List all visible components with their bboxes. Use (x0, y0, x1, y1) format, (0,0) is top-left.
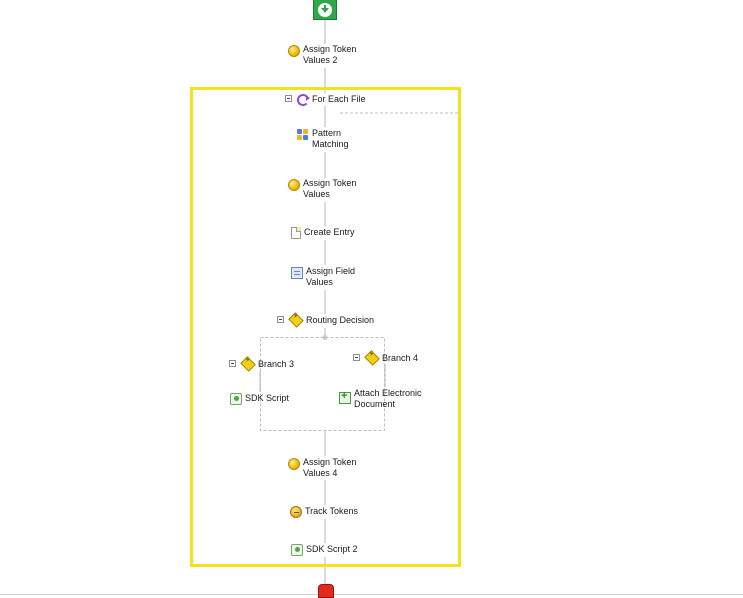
activity-label: Assign Token Values (303, 178, 357, 199)
activity-assign-token-values-2[interactable]: Assign Token Values 2 (288, 44, 356, 66)
activity-routing-decision[interactable]: Routing Decision (288, 312, 375, 328)
activity-sdk-script-2[interactable]: SDK Script 2 (291, 543, 358, 556)
collapse-toggle-branch-3[interactable] (229, 360, 236, 367)
activity-label: Create Entry (304, 227, 355, 237)
token-coin-icon (288, 45, 300, 57)
activity-assign-field-values[interactable]: Assign Field Values (291, 266, 355, 288)
activity-assign-token-values[interactable]: Assign Token Values (288, 178, 356, 200)
activity-create-entry[interactable]: Create Entry (291, 226, 355, 239)
script-icon (230, 393, 242, 405)
routing-diamond-icon (240, 356, 256, 372)
activity-sdk-script[interactable]: SDK Script (230, 392, 289, 405)
activity-label: SDK Script 2 (306, 544, 358, 554)
activity-label: For Each File (312, 94, 366, 104)
attach-document-icon (339, 390, 351, 404)
token-coin-icon (288, 458, 300, 470)
activity-label: Routing Decision (306, 315, 375, 325)
document-icon (291, 227, 301, 239)
activity-label: Attach Electronic Document (354, 388, 422, 409)
branch-label: Branch 4 (382, 353, 419, 363)
start-arrow-icon (318, 2, 332, 17)
token-coin-icon (288, 179, 300, 191)
loop-icon (297, 94, 310, 106)
activity-attach-electronic-document[interactable]: Attach Electronic Document (339, 388, 422, 410)
routing-diamond-icon (364, 350, 380, 366)
branch-label: Branch 3 (258, 359, 295, 369)
collapse-toggle-routing-decision[interactable] (277, 316, 284, 323)
activity-label: SDK Script (245, 393, 290, 403)
start-node[interactable] (313, 0, 337, 20)
form-icon (291, 267, 303, 279)
activity-label: Track Tokens (305, 506, 359, 516)
activity-label: Pattern Matching (312, 128, 349, 149)
activity-track-tokens[interactable]: Track Tokens (290, 505, 358, 518)
script-icon (291, 544, 303, 556)
branch-4[interactable]: Branch 4 (364, 350, 419, 366)
activity-for-each-file[interactable]: For Each File (297, 93, 366, 106)
end-node[interactable] (318, 584, 334, 598)
activity-label: Assign Token Values 2 (303, 44, 357, 65)
branch-3[interactable]: Branch 3 (240, 356, 295, 372)
collapse-toggle-branch-4[interactable] (353, 354, 360, 361)
activity-pattern-matching[interactable]: Pattern Matching (297, 128, 349, 150)
activity-assign-token-values-4[interactable]: Assign Token Values 4 (288, 457, 356, 479)
pattern-grid-icon (297, 129, 309, 141)
activity-label: Assign Token Values 4 (303, 457, 357, 478)
track-tokens-icon (290, 506, 302, 518)
routing-diamond-icon (288, 312, 304, 328)
bottom-divider (0, 594, 743, 595)
collapse-toggle-for-each-file[interactable] (285, 95, 292, 102)
activity-label: Assign Field Values (306, 266, 356, 287)
